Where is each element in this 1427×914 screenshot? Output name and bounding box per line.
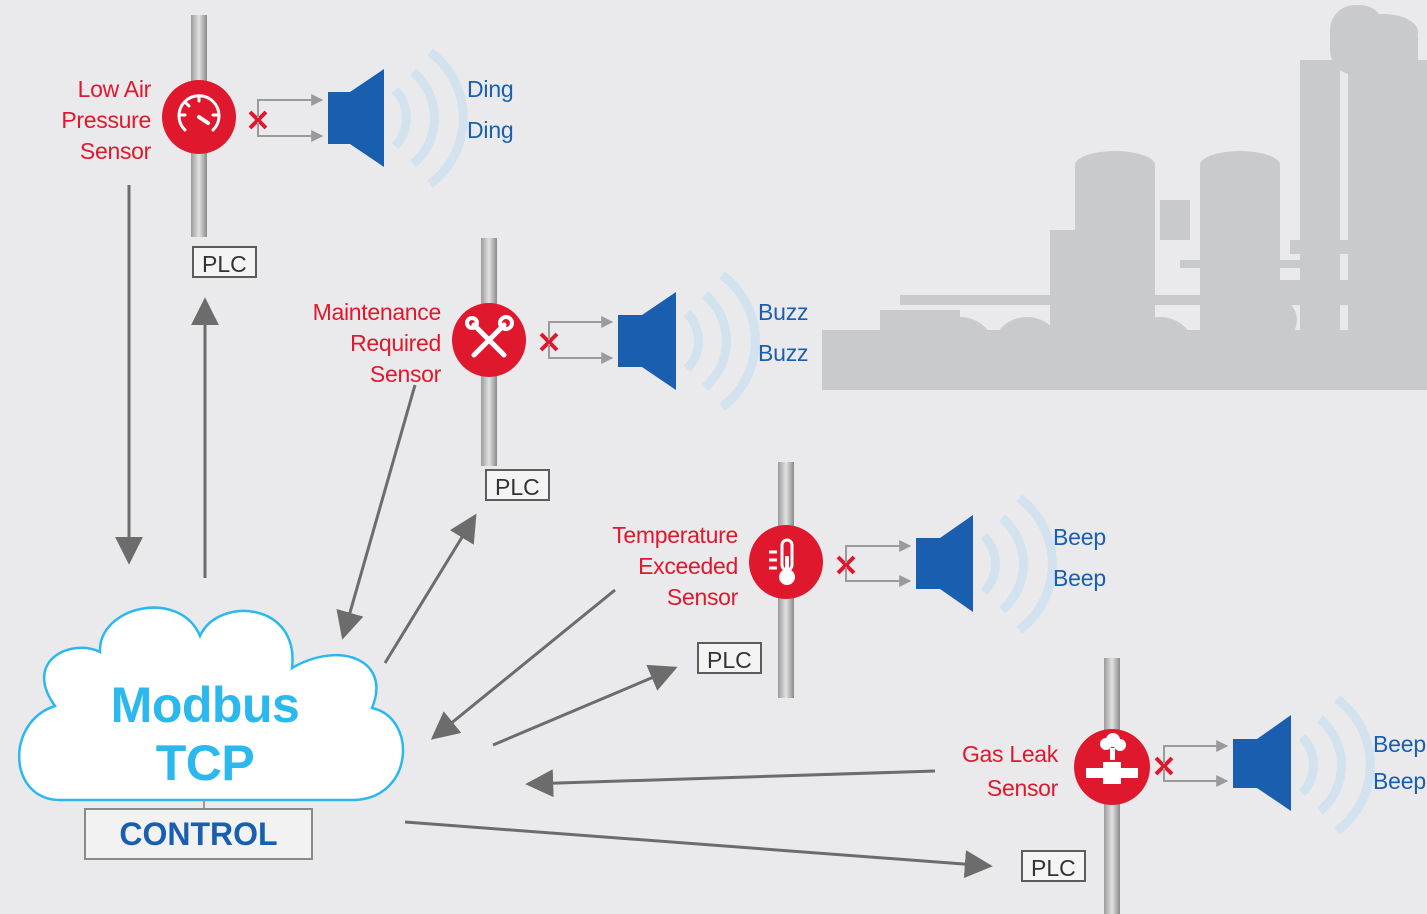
thermometer-icon [769, 538, 795, 585]
sensor-label-temperature-exceeded: Temperature Exceeded Sensor [612, 522, 738, 610]
signal-lines [1163, 740, 1229, 787]
signal-lines [257, 94, 324, 142]
sound-label-ding: Ding Ding [467, 76, 514, 143]
plc-box-3: PLC [697, 642, 762, 674]
refinery-silhouette [822, 5, 1427, 390]
sensor-label-maintenance-required: Maintenance Required Sensor [312, 299, 442, 387]
signal-lines [548, 316, 614, 364]
sound-label-buzz: Buzz Buzz [758, 299, 809, 366]
fault-x-icon [248, 110, 268, 130]
fault-x-icon [836, 555, 856, 575]
sensor-label-gas-leak: Gas Leak Sensor [961, 741, 1058, 801]
sound-label-beep-2: Beep Beep [1373, 731, 1426, 794]
gauge-icon [177, 94, 221, 132]
arrow-cloud-to-plc4 [404, 820, 993, 879]
network-name-line2: TCP [155, 735, 255, 791]
speaker-icon [916, 494, 1057, 634]
tools-icon [465, 315, 514, 358]
arrow-sensor2-to-cloud [336, 384, 417, 640]
sensor-gas-leak [1074, 695, 1375, 835]
control-box: CONTROL [84, 808, 313, 860]
sensor-label-low-air-pressure: Low Air Pressure Sensor [61, 76, 151, 164]
flow-arrows [115, 185, 993, 879]
arrow-cloud-to-plc2 [383, 513, 477, 664]
speaker-icon [328, 48, 468, 188]
fault-x-icon [539, 332, 559, 352]
gas-leak-pipe-icon [1086, 733, 1138, 784]
network-name-line1: Modbus [110, 677, 300, 733]
sensor-maintenance-required [452, 271, 760, 411]
signal-lines [845, 540, 912, 587]
fault-x-icon [1154, 756, 1174, 776]
plc-box-4: PLC [1021, 850, 1086, 882]
modbus-cloud [18, 606, 405, 808]
plc-box-1: PLC [192, 246, 257, 278]
sensor-low-air-pressure [162, 48, 468, 188]
sound-label-beep: Beep Beep [1053, 524, 1106, 591]
arrow-sensor3-to-cloud [430, 588, 616, 740]
speaker-icon [1233, 695, 1375, 835]
arrow-sensor4-to-cloud [525, 769, 936, 798]
sensor-temperature-exceeded [749, 494, 1057, 634]
pipes [191, 15, 1120, 914]
speaker-icon [618, 271, 760, 411]
plc-box-2: PLC [485, 469, 550, 501]
arrow-cloud-to-plc3 [492, 664, 678, 747]
